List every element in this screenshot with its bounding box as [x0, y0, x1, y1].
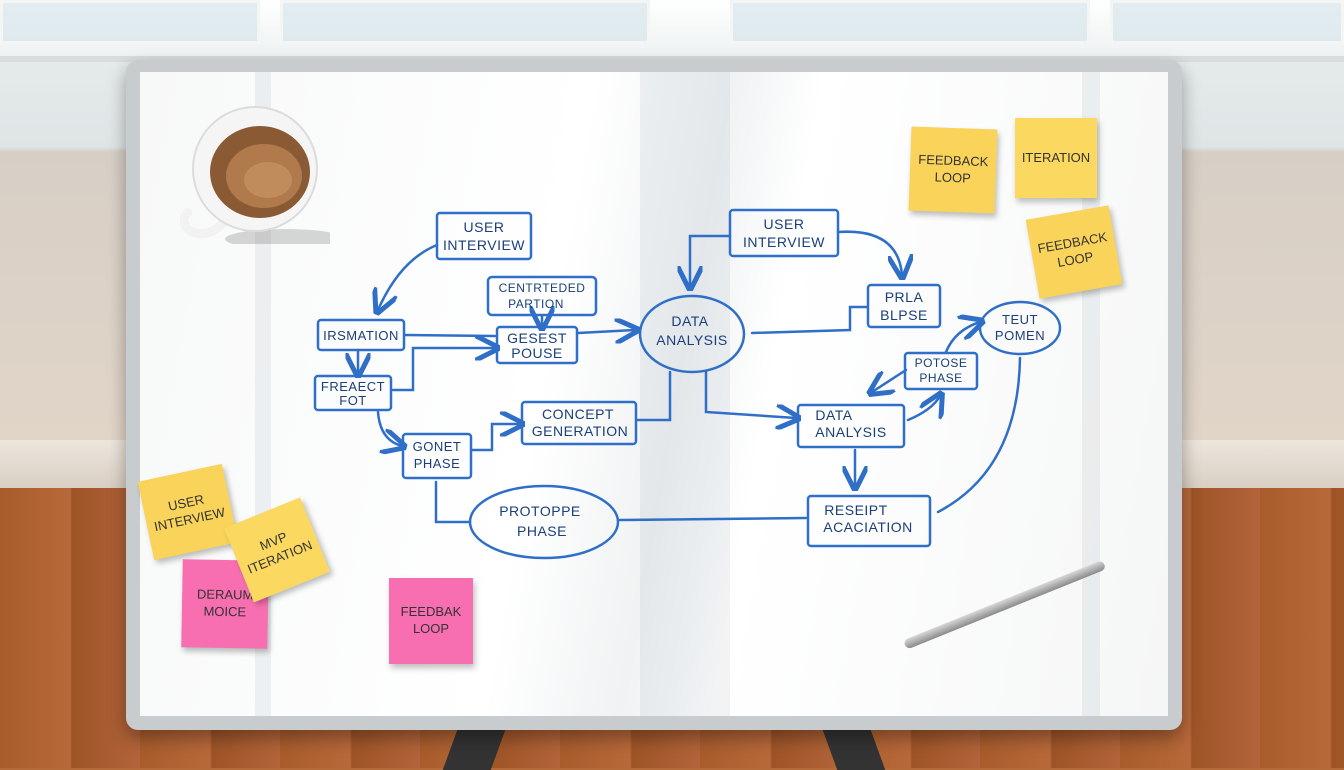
window-pane-right [730, 0, 1090, 44]
coffee-cup [180, 106, 330, 244]
window-pane-left [0, 0, 260, 44]
window-pane-middle [280, 0, 650, 44]
sticky-note-line: ITERATION [1021, 149, 1091, 165]
sticky-note-feedbak-loop: FEEDBAK LOOP [389, 578, 473, 664]
sticky-note-line: DERAUM [196, 586, 254, 603]
sticky-note-line: FEEDBACK [918, 151, 989, 170]
sticky-note-line: FEEDBAK [400, 604, 462, 620]
sticky-note-line: MOICE [203, 603, 247, 620]
sticky-note-feedback-loop-2: FEEDBACK LOOP [1025, 205, 1123, 299]
window-shadow-stripe [640, 72, 730, 716]
window-pane-far-right [1110, 0, 1344, 44]
sticky-note-line: LOOP [934, 169, 972, 186]
sticky-note-feedback-loop-1: FEEDBACK LOOP [908, 126, 998, 214]
sticky-note-line: LOOP [412, 621, 450, 636]
sticky-note-iteration: ITERATION [1015, 118, 1097, 198]
